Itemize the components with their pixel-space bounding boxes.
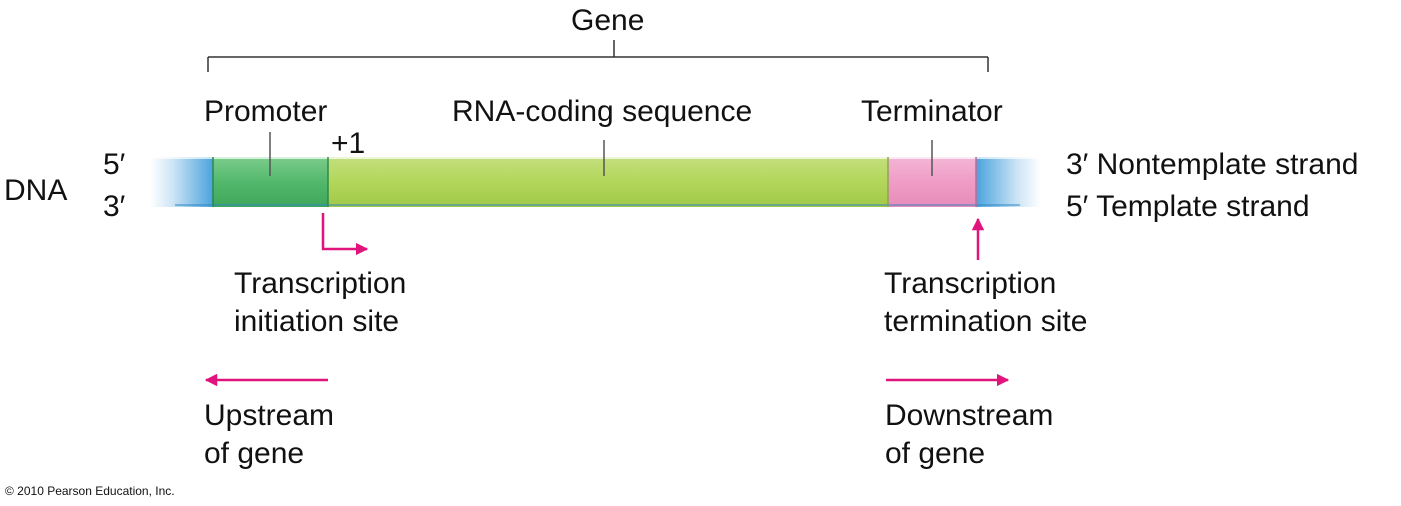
- template-strand-label: 5′ Template strand: [1066, 190, 1310, 223]
- downstream-label-line2: of gene: [885, 437, 986, 470]
- upstream-label-line1: Upstream: [204, 399, 335, 432]
- initiation-arrow: [321, 213, 369, 256]
- copyright-notice: © 2010 Pearson Education, Inc.: [5, 484, 175, 498]
- dna-strand: [150, 132, 1041, 207]
- terminator-label: Terminator: [861, 95, 1003, 128]
- dna-label: DNA: [4, 174, 68, 207]
- plus-one-label: +1: [331, 127, 366, 160]
- nontemplate-strand-label: 3′ Nontemplate strand: [1066, 148, 1359, 181]
- upstream-label-line2: of gene: [204, 437, 305, 470]
- left-three-prime-label: 3′: [103, 190, 126, 223]
- rna-coding-region: [328, 157, 888, 207]
- initiation-site-label-line1: Transcription: [234, 267, 407, 300]
- gene-bracket: [207, 40, 989, 72]
- downstream-label-line1: Downstream: [885, 399, 1054, 432]
- initiation-site-label-line2: initiation site: [234, 305, 400, 338]
- left-five-prime-label: 5′: [103, 148, 126, 181]
- right-flank-region: [976, 157, 1041, 207]
- termination-site-label-line1: Transcription: [884, 267, 1057, 300]
- left-flank-region: [150, 157, 213, 207]
- termination-site-label-line2: termination site: [884, 305, 1088, 338]
- coding-sequence-label: RNA-coding sequence: [452, 95, 753, 128]
- gene-title: Gene: [571, 4, 645, 37]
- promoter-label: Promoter: [204, 95, 328, 128]
